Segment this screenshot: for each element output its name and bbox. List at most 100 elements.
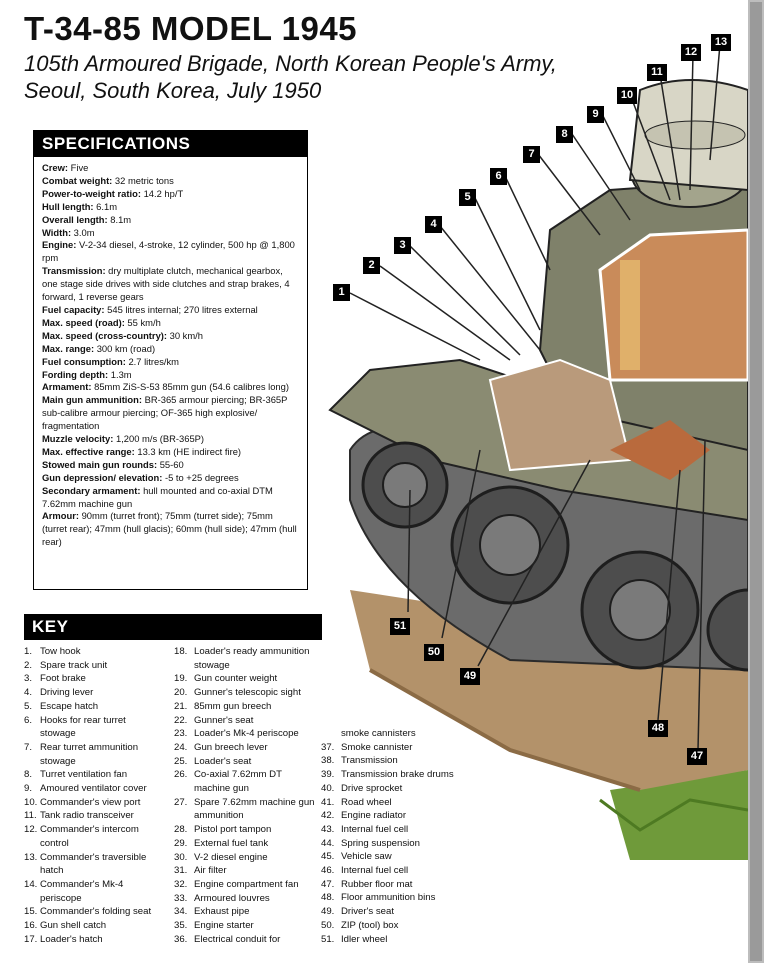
key-item: 32.Engine compartment fan: [174, 878, 315, 892]
key-text: hatch: [40, 865, 64, 877]
callout-label: 2: [363, 257, 380, 274]
key-item: 41.Road wheel: [321, 796, 454, 810]
key-item: 48.Floor ammunition bins: [321, 891, 454, 905]
key-text: Floor ammunition bins: [341, 892, 436, 904]
spec-value: 55-60: [157, 458, 184, 470]
key-number: 36.: [174, 933, 188, 945]
spec-item: Width: 3.0m: [42, 227, 299, 240]
spec-label: Transmission:: [42, 265, 106, 277]
key-item: 47.Rubber floor mat: [321, 878, 454, 892]
spec-item: Fuel capacity: 545 litres internal; 270 …: [42, 304, 299, 317]
scrollbar-thumb[interactable]: [750, 2, 762, 961]
key-text: Hooks for rear turret: [40, 714, 126, 726]
key-text: Driving lever: [40, 687, 94, 699]
key-item: 23. Loader's Mk-4 periscope: [174, 727, 315, 741]
spec-label: Fuel capacity:: [42, 303, 105, 315]
callout-label: 13: [711, 34, 731, 51]
spec-item: Max. range: 300 km (road): [42, 343, 299, 356]
key-item: 2.Spare track unit: [24, 659, 151, 673]
key-item: 40.Drive sprocket: [321, 782, 454, 796]
spec-label: Engine:: [42, 239, 77, 251]
key-item: 10.Commander's view port: [24, 796, 151, 810]
spec-value: 14.2 hp/T: [140, 187, 184, 199]
key-number: 23.: [174, 728, 188, 740]
spec-item: Transmission: dry multiplate clutch, mec…: [42, 265, 299, 304]
spec-label: Max. range:: [42, 342, 95, 354]
key-number: 38.: [321, 755, 335, 767]
key-number: 7.: [24, 741, 33, 753]
spec-value: 30 km/h: [167, 329, 203, 341]
spec-value: 2.7 litres/km: [125, 355, 179, 367]
spec-label: Power-to-weight ratio:: [42, 187, 141, 199]
key-item: 29.External fuel tank: [174, 837, 315, 851]
key-number: 15.: [24, 906, 38, 918]
key-text: ZIP (tool) box: [341, 919, 399, 931]
key-number: 37.: [321, 741, 335, 753]
key-text: Transmission: [341, 755, 398, 767]
spec-value: 1,200 m/s (BR-365P): [113, 433, 205, 445]
spec-value: dry multiplate clutch, mechanical gearbo…: [42, 265, 290, 303]
spec-value: 3.0m: [71, 226, 95, 238]
spec-item: Max. speed (road): 55 km/h: [42, 317, 299, 330]
key-number: 5.: [24, 700, 33, 712]
key-number: 8.: [24, 769, 33, 781]
key-text: Engine compartment fan: [194, 878, 299, 890]
spec-label: Max. speed (road):: [42, 316, 125, 328]
key-text: Loader's Mk-4 periscope: [194, 728, 299, 740]
key-item: 37.Smoke cannister: [321, 741, 454, 755]
callout-label: 6: [490, 168, 507, 185]
callout-label: 51: [390, 618, 410, 635]
key-number: 24.: [174, 741, 188, 753]
key-number: 1.: [24, 646, 33, 657]
key-number: 25.: [174, 755, 188, 767]
key-item: 39.Transmission brake drums: [321, 768, 454, 782]
key-text: Engine starter: [194, 920, 254, 932]
spec-label: Max. speed (cross-country):: [42, 329, 168, 341]
key-text: control: [40, 837, 69, 849]
spec-item: Main gun ammunition: BR-365 armour pierc…: [42, 394, 299, 433]
key-text: Spare track unit: [40, 659, 108, 671]
key-item: 36. Electrical conduit for: [174, 933, 315, 947]
key-text: Turret ventilation fan: [40, 769, 128, 781]
callout-label: 4: [425, 216, 442, 233]
spec-value: 545 litres internal; 270 litres external: [104, 303, 258, 315]
spec-value: -5 to +25 degrees: [162, 471, 239, 483]
spec-item: Engine: V-2-34 diesel, 4-stroke, 12 cyli…: [42, 239, 299, 265]
key-number: 34.: [174, 906, 188, 918]
spec-item: Power-to-weight ratio: 14.2 hp/T: [42, 188, 299, 201]
page: T-34-85 MODEL 1945 105th Armoured Brigad…: [24, 10, 748, 947]
key-item: 12.Commander's intercom: [24, 823, 151, 837]
key-text: Loader's hatch: [40, 933, 103, 945]
key-text: Exhaust pipe: [194, 906, 250, 918]
key-text: machine gun: [194, 783, 249, 795]
key-item: 7. Rear turret ammunition: [24, 741, 151, 755]
key-text: Electrical conduit for: [194, 933, 281, 945]
key-number: 10.: [24, 796, 38, 808]
key-item: machine gun: [174, 782, 315, 796]
key-number: 44.: [321, 837, 335, 849]
key-number: 31.: [174, 865, 188, 877]
callout-label: 50: [424, 644, 444, 661]
key-text: Rear turret ammunition: [40, 741, 139, 753]
key-number: 46.: [321, 865, 335, 877]
key-text: Gun counter weight: [194, 673, 278, 685]
key-item: stowage: [24, 755, 151, 769]
key-item: 49.Driver's seat: [321, 905, 454, 919]
key-item: 50.ZIP (tool) box: [321, 919, 454, 933]
key-text: Commander's folding seat: [40, 906, 152, 918]
key-text: Road wheel: [341, 796, 392, 808]
page-title: T-34-85 MODEL 1945: [24, 10, 358, 47]
key-item: 20.Gunner's telescopic sight: [174, 686, 315, 700]
key-number: 43.: [321, 823, 335, 835]
spec-label: Combat weight:: [42, 174, 113, 186]
spec-value: 32 metric tons: [112, 174, 174, 186]
key-item: 30.V-2 diesel engine: [174, 851, 315, 865]
key-item: 18.Loader's ready ammunition: [174, 645, 315, 659]
spec-label: Max. effective range:: [42, 445, 135, 457]
vertical-scrollbar[interactable]: [748, 0, 764, 963]
key-item: ammunition: [174, 809, 315, 823]
callout-label: 12: [681, 44, 701, 61]
